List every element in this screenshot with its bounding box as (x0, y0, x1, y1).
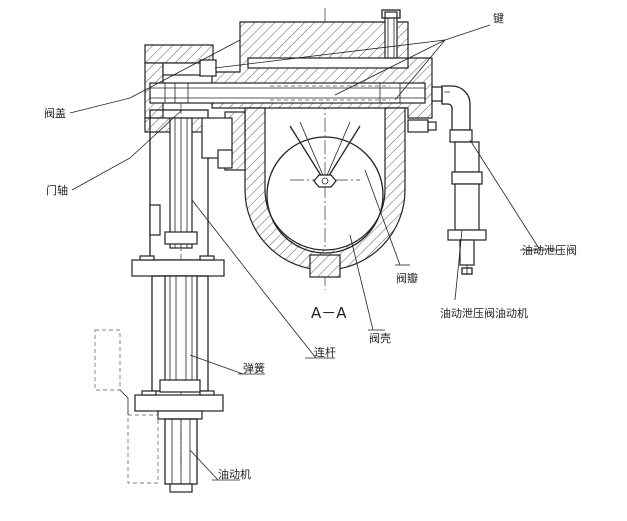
label-section: A－A (311, 304, 347, 322)
valve-disc (266, 121, 384, 254)
label-valve-body: 阀壳 (369, 331, 391, 345)
label-hydraulic-valve-motor: 油动泄压阀油动机 (440, 306, 528, 320)
label-spring: 弹簧 (243, 361, 265, 375)
hydraulic-relief-valve (431, 85, 487, 275)
label-door-shaft: 门轴 (46, 183, 68, 197)
valve-body (224, 107, 437, 278)
labels: 键 阀盖 门轴 油动泄压阀 阀瓣 油动泄压阀油动机 A－A 阀壳 连杆 弹簧 油… (44, 11, 577, 481)
label-servomotor: 油动机 (218, 467, 251, 481)
label-hydraulic-valve: 油动泄压阀 (522, 243, 577, 257)
left-column (131, 109, 233, 277)
leader-lines (69, 24, 560, 481)
label-connecting-rod: 连杆 (314, 345, 336, 359)
spring-section (134, 275, 224, 412)
label-key: 键 (493, 11, 504, 25)
door-shaft (149, 82, 426, 104)
servomotor (94, 329, 203, 493)
label-valve-cover: 阀盖 (44, 106, 66, 120)
label-valve-disc: 阀瓣 (396, 271, 418, 285)
